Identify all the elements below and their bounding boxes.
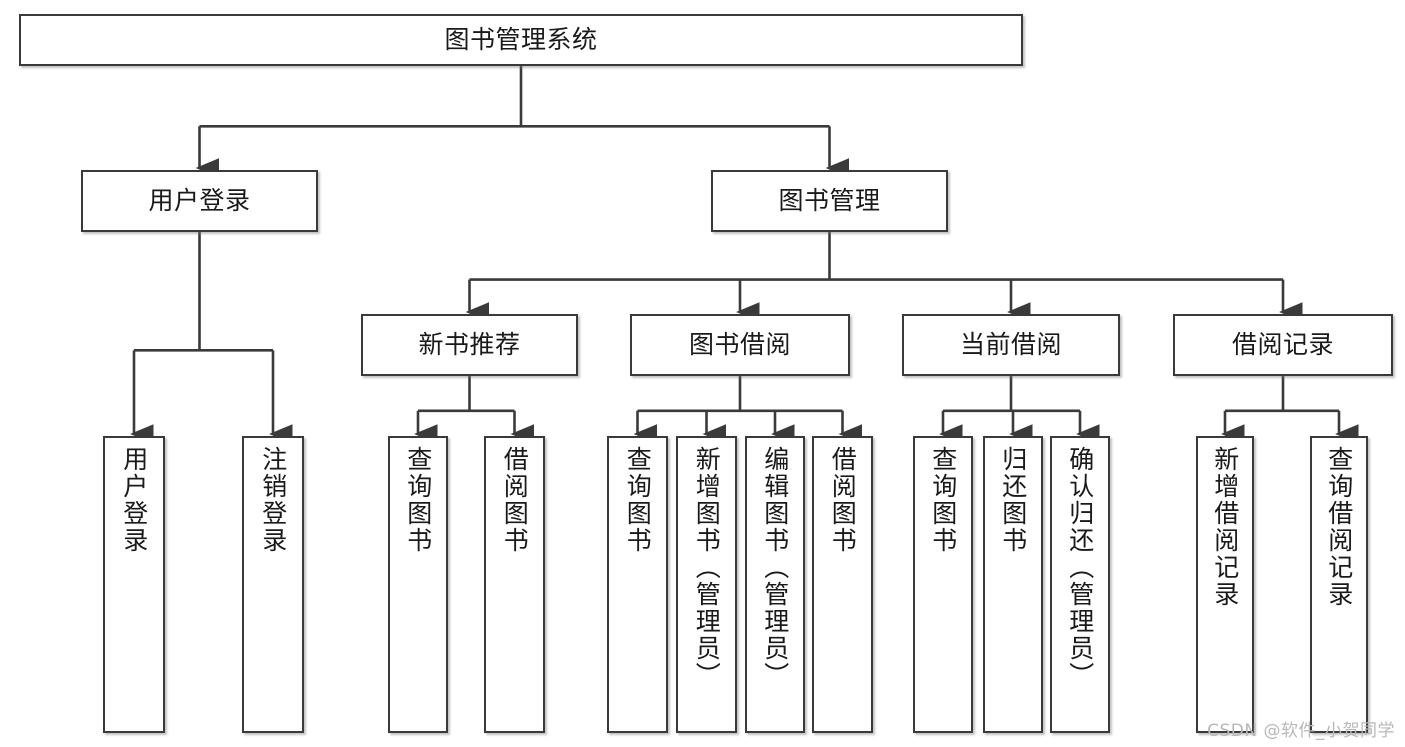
node-leaf-query-book-3-label: 查询图书 xyxy=(928,446,958,554)
node-current-borrow[interactable]: 当前借阅 xyxy=(902,314,1120,376)
node-book-manage-label: 图书管理 xyxy=(778,185,881,215)
node-leaf-logout-label: 注销登录 xyxy=(258,446,288,554)
node-leaf-query-book-2-label: 查询图书 xyxy=(623,446,653,554)
node-leaf-query-record-label: 查询借阅记录 xyxy=(1324,446,1354,608)
node-leaf-query-book-1[interactable]: 查询图书 xyxy=(388,436,448,733)
node-leaf-borrow-book-2-label: 借阅图书 xyxy=(828,446,858,554)
node-leaf-add-book[interactable]: 新增图书（管理员） xyxy=(676,436,737,733)
node-leaf-query-book-1-label: 查询图书 xyxy=(403,446,433,554)
node-user-login-label: 用户登录 xyxy=(148,185,251,215)
node-leaf-confirm-return-label: 确认归还（管理员） xyxy=(1065,446,1095,689)
node-leaf-edit-book-label: 编辑图书（管理员） xyxy=(760,446,790,689)
node-book-borrow[interactable]: 图书借阅 xyxy=(630,314,850,376)
node-leaf-borrow-book-1-label: 借阅图书 xyxy=(500,446,530,554)
node-leaf-logout[interactable]: 注销登录 xyxy=(242,436,304,733)
node-leaf-return-book-label: 归还图书 xyxy=(998,446,1028,554)
node-leaf-query-book-2[interactable]: 查询图书 xyxy=(607,436,668,733)
node-borrow-record[interactable]: 借阅记录 xyxy=(1173,314,1393,376)
node-borrow-record-label: 借阅记录 xyxy=(1231,329,1334,359)
node-new-book-recommend[interactable]: 新书推荐 xyxy=(361,314,578,376)
csdn-watermark: CSDN @软件_小贺同学 xyxy=(1207,721,1395,741)
node-book-manage[interactable]: 图书管理 xyxy=(711,170,948,232)
node-current-borrow-label: 当前借阅 xyxy=(959,329,1062,359)
node-root[interactable]: 图书管理系统 xyxy=(19,14,1023,66)
node-leaf-user-login-label: 用户登录 xyxy=(119,446,149,554)
node-leaf-user-login[interactable]: 用户登录 xyxy=(103,436,165,733)
node-leaf-add-record[interactable]: 新增借阅记录 xyxy=(1196,436,1254,733)
node-leaf-add-record-label: 新增借阅记录 xyxy=(1210,446,1240,608)
node-book-borrow-label: 图书借阅 xyxy=(688,329,791,359)
node-leaf-add-book-label: 新增图书（管理员） xyxy=(692,446,722,689)
node-leaf-edit-book[interactable]: 编辑图书（管理员） xyxy=(745,436,805,733)
node-user-login[interactable]: 用户登录 xyxy=(81,170,318,232)
node-leaf-query-record[interactable]: 查询借阅记录 xyxy=(1310,436,1368,733)
node-leaf-return-book[interactable]: 归还图书 xyxy=(983,436,1043,733)
node-leaf-query-book-3[interactable]: 查询图书 xyxy=(913,436,973,733)
node-leaf-confirm-return[interactable]: 确认归还（管理员） xyxy=(1050,436,1110,733)
node-new-book-recommend-label: 新书推荐 xyxy=(418,329,521,359)
node-root-label: 图书管理系统 xyxy=(444,24,598,54)
node-leaf-borrow-book-2[interactable]: 借阅图书 xyxy=(812,436,873,733)
node-leaf-borrow-book-1[interactable]: 借阅图书 xyxy=(484,436,545,733)
